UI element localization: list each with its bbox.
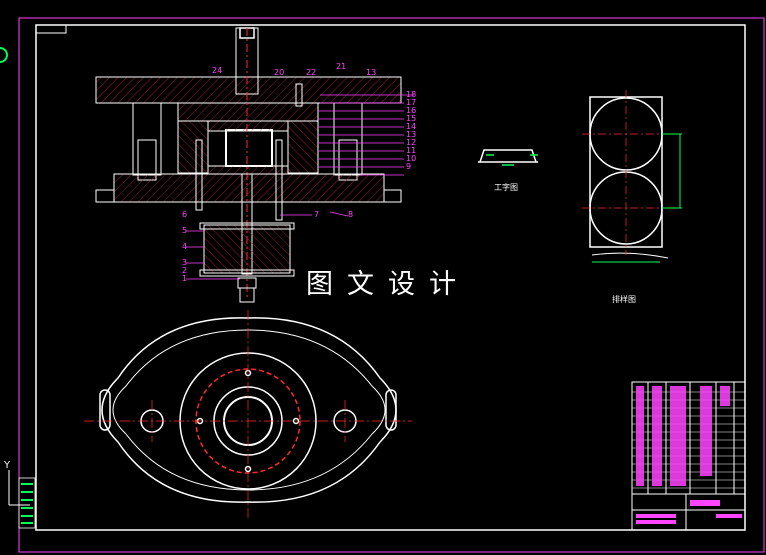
workpiece-caption: 工字图 xyxy=(494,183,518,192)
slot-right xyxy=(385,389,397,431)
lower-die-seat xyxy=(113,173,385,203)
part-number: 13 xyxy=(366,68,377,77)
part-number: 12 xyxy=(406,138,417,147)
part-number: 10 xyxy=(406,154,417,163)
guide-post-right xyxy=(333,102,363,176)
leader-lines xyxy=(186,94,414,280)
strip-centerlines xyxy=(582,90,670,255)
sheet-tab xyxy=(35,24,67,34)
part-number: 11 xyxy=(406,146,417,155)
die-block-left xyxy=(177,120,209,174)
title-block-entries xyxy=(636,386,742,524)
part-number: 22 xyxy=(306,68,317,77)
rubber-cushion xyxy=(203,224,291,274)
part-number: 8 xyxy=(348,210,354,219)
part-number: 15 xyxy=(406,114,417,123)
die-assembly-section xyxy=(95,27,402,303)
part-number: 14 xyxy=(406,122,417,131)
part-number: 7 xyxy=(314,210,320,219)
ucs-y-label: Y xyxy=(3,460,11,471)
title-block-rows xyxy=(632,391,745,489)
guide-post-left xyxy=(132,102,162,176)
strip-layout-caption: 排样图 xyxy=(612,295,636,304)
part-number: 24 xyxy=(212,66,223,75)
part-number: 17 xyxy=(406,98,417,107)
inner-sheet-frame xyxy=(35,24,746,531)
left-margin-table-rows xyxy=(21,483,33,524)
part-number: 5 xyxy=(182,226,188,235)
upper-die-seat xyxy=(95,76,402,104)
outer-sheet-frame xyxy=(18,17,765,553)
part-number: 13 xyxy=(406,130,417,139)
workpiece-sketch xyxy=(478,149,538,163)
part-number: 3 xyxy=(182,258,188,267)
part-number: 6 xyxy=(182,210,188,219)
watermark-text: 图文设计 xyxy=(306,269,470,300)
part-number: 1 xyxy=(182,274,188,283)
part-number: 20 xyxy=(274,68,285,77)
left-margin-table xyxy=(18,477,36,529)
plan-centerlines xyxy=(84,310,412,520)
part-number: 9 xyxy=(406,162,412,171)
die-block-right xyxy=(287,120,319,174)
part-number: 21 xyxy=(336,62,347,71)
part-number: 16 xyxy=(406,106,417,115)
punch xyxy=(225,129,273,167)
strip-dimensions xyxy=(592,133,682,263)
part-number: 2 xyxy=(182,266,188,275)
workpiece-dimensions xyxy=(486,154,538,166)
viewport-marker xyxy=(0,47,8,63)
slot-left xyxy=(99,389,111,431)
flange-outline xyxy=(101,317,397,503)
strip-layout xyxy=(589,96,669,259)
part-number: 4 xyxy=(182,242,188,251)
part-number: 18 xyxy=(406,90,417,99)
